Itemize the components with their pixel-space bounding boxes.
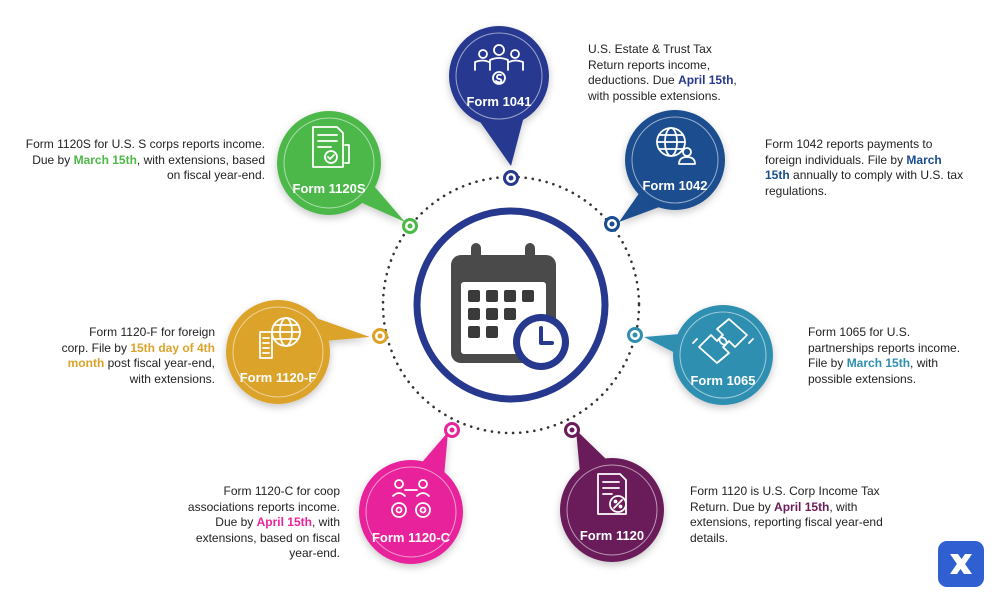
form1041-desc-tail: , with possible extensions. xyxy=(588,73,737,103)
form1042-deadline: March 15th xyxy=(765,152,942,183)
form1065-circle xyxy=(673,305,773,405)
form1120s-desc-tail: , with extensions, based on fiscal year-… xyxy=(136,152,265,183)
certificate-document-icon xyxy=(312,126,350,168)
form1042-label: Form 1042 xyxy=(642,178,708,193)
globe-building-icon xyxy=(259,317,301,359)
form1120f-inner-ring xyxy=(232,306,324,398)
form1065-label: Form 1065 xyxy=(690,373,756,388)
form1042-description: Form 1042 reports payments to foreign in… xyxy=(765,137,965,199)
form1120-label: Form 1120 xyxy=(579,528,645,543)
form1120c-bubble[interactable] xyxy=(359,432,463,564)
form1120s-description: Form 1120S for U.S. S corps reports inco… xyxy=(20,137,265,184)
form1120s-label: Form 1120S xyxy=(292,181,366,196)
form1065-desc-text: Form 1065 for U.S. partnerships reports … xyxy=(808,325,961,370)
form1065-inner-ring xyxy=(679,311,767,399)
form1120s-orbit-node-dot xyxy=(407,223,413,229)
globe-person-icon xyxy=(656,127,696,165)
form1120c-desc-text: Form 1120-C for coop associations report… xyxy=(187,484,340,529)
form1041-desc-text: U.S. Estate & Trust Tax Return reports i… xyxy=(588,42,712,87)
form1120c-inner-ring xyxy=(365,466,457,558)
form1042-circle xyxy=(625,110,725,210)
form1120f-description: Form 1120-F for foreign corp. File by 15… xyxy=(60,325,215,387)
form1120f-deadline: 15th day of 4th month xyxy=(67,340,215,371)
form1120c-circle xyxy=(359,460,463,564)
form1120f-desc-tail: post fiscal year-end, with extensions. xyxy=(104,356,215,386)
form1120-desc-text: Form 1120 is U.S. Corp Income Tax Return… xyxy=(690,484,880,514)
form1042-desc-tail: annually to comply with U.S. tax regulat… xyxy=(765,168,964,198)
form1042-bubble[interactable] xyxy=(619,110,725,222)
form1065-desc-tail: , with possible extensions. xyxy=(808,356,939,386)
form1065-orbit-node-dot xyxy=(632,332,638,338)
form1120c-label: Form 1120-C xyxy=(371,530,451,545)
puzzle-handshake-icon xyxy=(692,318,754,364)
form1120s-inner-ring xyxy=(283,117,375,209)
form1120-inner-ring xyxy=(566,464,658,556)
form1120f-label: Form 1120-F xyxy=(239,370,317,385)
form1041-label: Form 1041 xyxy=(466,94,532,109)
form1041-pointer xyxy=(476,116,524,166)
form1120-description: Form 1120 is U.S. Corp Income Tax Return… xyxy=(690,484,890,546)
form1120c-orbit-node-dot xyxy=(449,427,455,433)
form1041-description: U.S. Estate & Trust Tax Return reports i… xyxy=(588,42,738,104)
tax-document-icon xyxy=(597,473,627,515)
form1041-orbit-node-dot xyxy=(508,175,514,181)
form1120f-desc-text: Form 1120-F for foreign corp. File by xyxy=(61,325,215,355)
form1042-inner-ring xyxy=(631,116,719,204)
calendar-clock-icon xyxy=(451,243,569,370)
form1120c-desc-tail: , with extensions, based on fiscal year-… xyxy=(195,515,340,560)
form1120f-bubble[interactable] xyxy=(226,300,370,404)
form1120-deadline: April 15th xyxy=(774,499,830,514)
form1041-circle xyxy=(449,26,549,126)
form1120s-pointer xyxy=(360,186,405,222)
form1041-inner-ring xyxy=(455,32,543,120)
form1120c-deadline: April 15th xyxy=(256,515,312,529)
form1041-deadline: April 15th xyxy=(678,73,734,87)
coop-gears-icon xyxy=(391,479,431,518)
form1120f-pointer xyxy=(316,318,370,341)
form1120-desc-tail: , with extensions, reporting fiscal year… xyxy=(690,499,883,545)
form1120s-deadline: March 15th xyxy=(73,152,137,167)
brand-x-logo-icon[interactable] xyxy=(938,541,984,587)
form1120-orbit-node-dot xyxy=(569,427,575,433)
form1120s-desc-text: Form 1120S for U.S. S corps reports inco… xyxy=(25,137,265,167)
form1065-deadline: March 15th xyxy=(846,356,911,370)
form1065-bubble[interactable] xyxy=(644,305,773,405)
form1042-desc-text: Form 1042 reports payments to foreign in… xyxy=(765,137,933,167)
form1120f-circle xyxy=(226,300,330,404)
form1120-bubble[interactable] xyxy=(560,430,664,562)
form1041-bubble[interactable] xyxy=(449,26,549,166)
form1065-description: Form 1065 for U.S. partnerships reports … xyxy=(808,325,968,387)
form1120s-bubble[interactable] xyxy=(277,111,405,222)
people-money-icon xyxy=(474,44,524,85)
form1120c-description: Form 1120-C for coop associations report… xyxy=(175,484,340,562)
form1120f-orbit-node-dot xyxy=(377,333,383,339)
form1042-orbit-node-dot xyxy=(609,221,615,227)
